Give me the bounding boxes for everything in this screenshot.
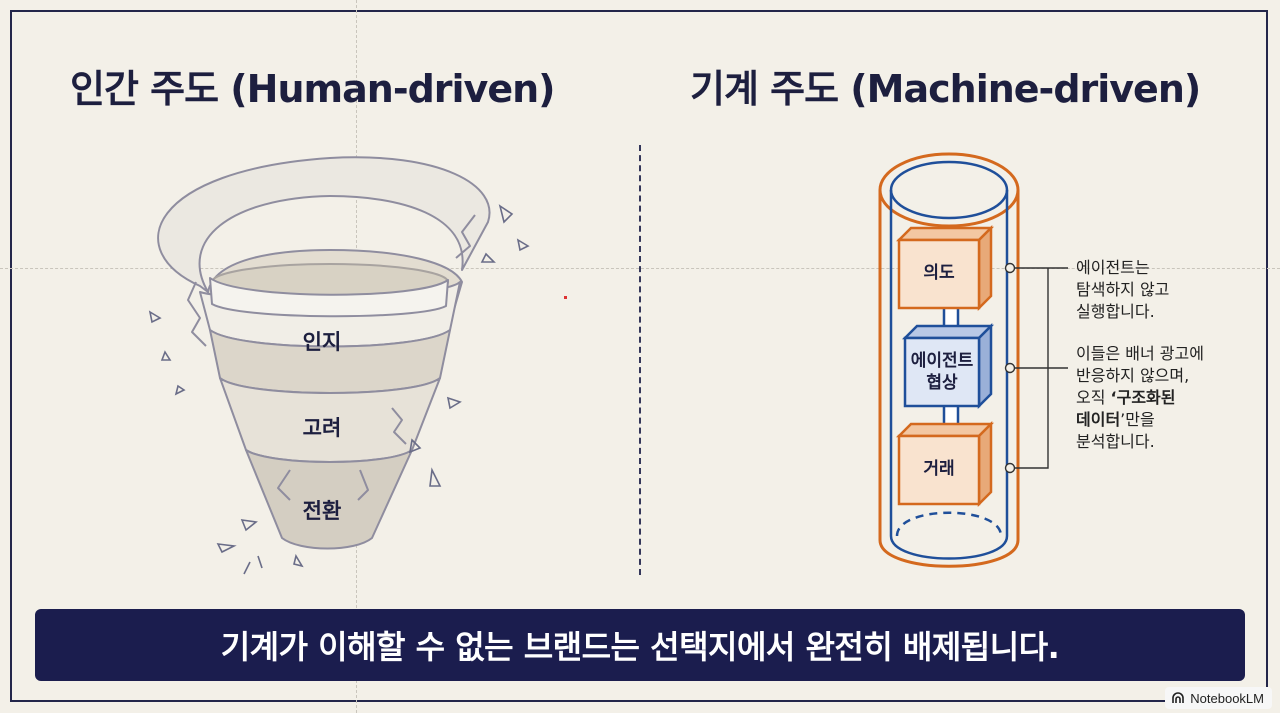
funnel-stage-consideration: 고려 xyxy=(302,416,342,440)
human-driven-title: 인간 주도 (Human-driven) xyxy=(70,67,556,111)
note2-bold-data: 데이터 xyxy=(1076,410,1121,429)
machine-cylinder xyxy=(878,152,1020,568)
note-structured-data: 이들은 배너 광고에 반응하지 않으며, 오직 ‘구조화된 데이터’만을 분석합… xyxy=(1076,343,1204,453)
agent-negotiation-box xyxy=(901,322,995,410)
notebooklm-badge[interactable]: NotebookLM xyxy=(1165,687,1272,709)
notebooklm-label: NotebookLM xyxy=(1190,690,1264,706)
note2-line5: 분석합니다. xyxy=(1076,432,1155,451)
note2-line2: 반응하지 않으며, xyxy=(1076,366,1190,385)
center-divider xyxy=(639,145,641,575)
funnel-debris xyxy=(148,204,530,575)
broken-funnel xyxy=(157,156,491,550)
intent-box xyxy=(895,224,995,312)
note2-line3: 오직 ‘구조화된 xyxy=(1076,387,1204,409)
note2-bold-structured: ‘구조화된 xyxy=(1110,388,1176,407)
note2-line4: 데이터’만을 xyxy=(1076,409,1204,431)
note2-suffix: ’만을 xyxy=(1120,410,1155,429)
funnel-stage-conversion: 전환 xyxy=(302,499,342,523)
transaction-box xyxy=(895,420,995,508)
agent-negotiation-label: 에이전트 협상 xyxy=(910,351,974,393)
machine-driven-title: 기계 주도 (Machine-driven) xyxy=(690,67,1201,111)
note2-prefix: 오직 xyxy=(1076,388,1111,407)
note2-line1: 이들은 배너 광고에 xyxy=(1076,344,1204,363)
note-agents-execute: 에이전트는 탐색하지 않고 실행합니다. xyxy=(1076,258,1170,321)
notebooklm-logo-icon xyxy=(1172,692,1185,703)
red-dot-marker xyxy=(564,296,567,299)
callout-lines xyxy=(1004,262,1068,474)
funnel-stage-awareness: 인지 xyxy=(302,330,342,354)
conclusion-text: 기계가 이해할 수 없는 브랜드는 선택지에서 완전히 배제됩니다. xyxy=(220,628,1060,666)
slide-frame xyxy=(10,10,1268,702)
intent-label: 의도 xyxy=(923,263,955,283)
transaction-label: 거래 xyxy=(923,459,955,479)
conclusion-banner: 기계가 이해할 수 없는 브랜드는 선택지에서 완전히 배제됩니다. xyxy=(35,609,1245,681)
